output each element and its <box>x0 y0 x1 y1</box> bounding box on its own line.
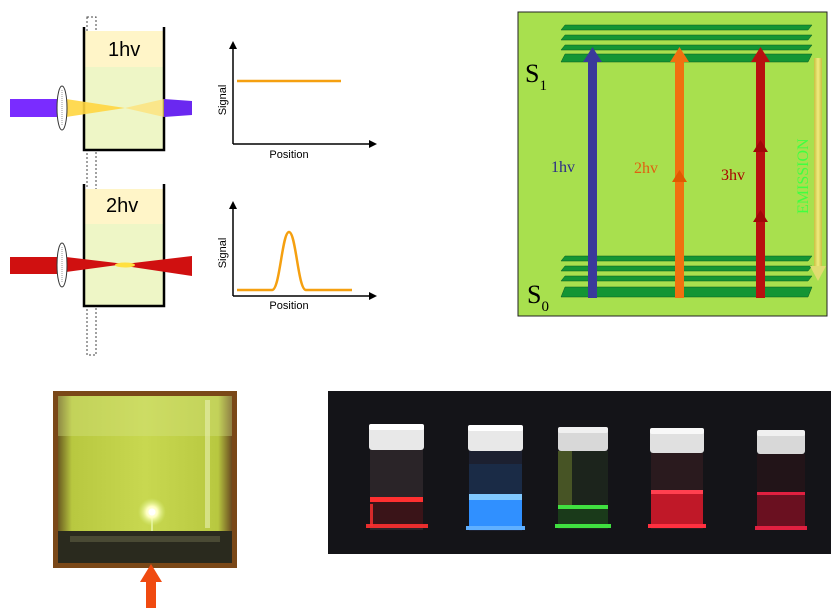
vial-4 <box>648 428 706 529</box>
signal-graph-1: Signal Position <box>217 41 377 161</box>
focal-plane-dashed-outline <box>86 16 97 356</box>
arrow-1hv-label: 1hv <box>551 159 575 176</box>
jablonski-diagram: S1 S0 1hv 2hv 3hv EMISSION <box>517 11 828 317</box>
focus-spot <box>115 262 135 268</box>
cuvette-1-walls <box>82 27 166 152</box>
graph-2-peak-signal <box>237 230 352 292</box>
emission-label: EMISSION <box>795 138 812 214</box>
s0-levels <box>560 255 813 298</box>
graph-2-ylabel: Signal <box>217 238 229 269</box>
vial-1 <box>366 424 428 530</box>
graph-1-ylabel: Signal <box>217 85 229 116</box>
cuvette-1-label: 1hv <box>108 39 140 61</box>
cuvette-2-label: 2hv <box>106 195 138 217</box>
arrow-3hv <box>751 47 770 298</box>
purple-laser-beam <box>10 85 192 131</box>
excitation-arrow-icon <box>140 564 162 608</box>
cuvette-2-walls <box>82 184 166 308</box>
arrow-emission <box>810 58 826 281</box>
jablonski-background <box>517 11 828 317</box>
cuvette-1-label-box <box>84 31 164 67</box>
arrow-1hv <box>583 47 602 298</box>
arrow-2hv-label: 2hv <box>634 160 658 177</box>
two-photon-schematic: 1hv Signal Position 2hv <box>10 16 377 356</box>
cuvette-1hv: 1hv <box>82 27 166 152</box>
arrow-3hv-label: 3hv <box>721 167 745 184</box>
vial-3 <box>555 427 611 529</box>
graph-1-xlabel: Position <box>269 149 308 161</box>
five-fluorescent-vials-photo <box>328 391 831 554</box>
s1-label: S1 <box>525 59 547 94</box>
s0-label: S0 <box>527 280 549 315</box>
signal-graph-2: Signal Position <box>217 201 377 312</box>
vial-5 <box>755 430 807 530</box>
arrow-2hv <box>670 47 689 298</box>
graph-2-xlabel: Position <box>269 300 308 312</box>
cuvette-2hv: 2hv <box>82 184 166 308</box>
red-laser-beam <box>10 242 192 288</box>
s1-levels <box>560 24 813 63</box>
cuvette-fluorescence-photo <box>53 391 237 568</box>
vial-2 <box>466 425 525 531</box>
cuvette-2-label-box <box>84 189 164 224</box>
